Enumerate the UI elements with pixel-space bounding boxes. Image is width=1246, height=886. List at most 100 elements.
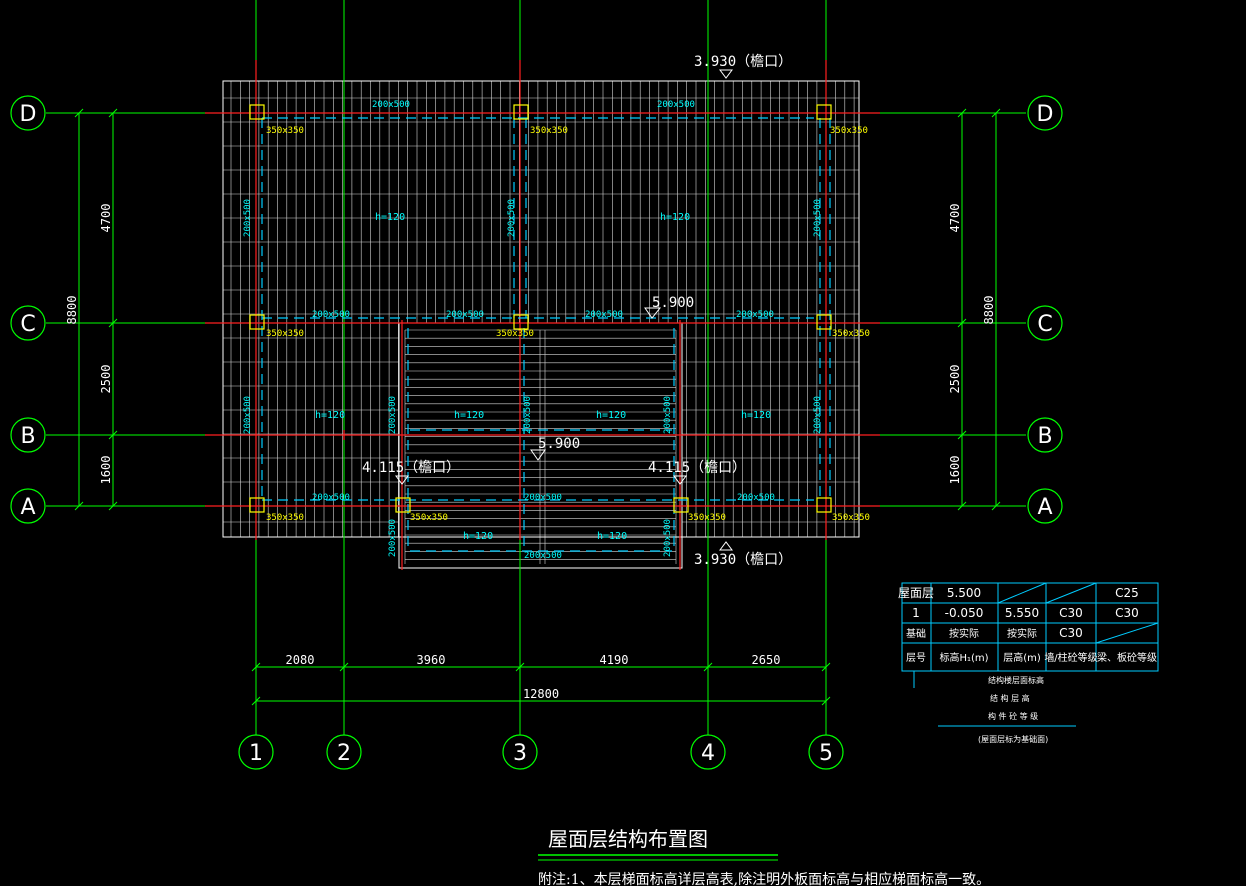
column bbox=[395, 497, 411, 513]
drawing-title: 屋面层结构布置图 bbox=[548, 827, 708, 851]
column-size-label: 350x350 bbox=[266, 513, 304, 523]
dimension-text: 4700 bbox=[99, 204, 113, 233]
column-size-label: 350x350 bbox=[830, 126, 868, 136]
slab-thickness-label: h=120 bbox=[597, 531, 627, 542]
axis-bubble-2: 2 bbox=[326, 734, 362, 770]
axis-bubble-3: 3 bbox=[502, 734, 538, 770]
table-cell: 5.500 bbox=[947, 586, 981, 600]
svg-text:A: A bbox=[1037, 495, 1052, 520]
beam-size-label: 200x500 bbox=[312, 310, 350, 320]
table-caption-elevation: 结构楼层面标高 bbox=[988, 675, 1044, 685]
column-size-labels: 350x350 350x350 350x350 350x350 350x350 350x3… bbox=[266, 126, 870, 523]
axis-bubble-A: A bbox=[1027, 488, 1063, 524]
axis-bubble-D: D bbox=[1027, 95, 1063, 131]
beam-size-label: 200x500 bbox=[372, 100, 410, 110]
svg-text:B: B bbox=[1037, 424, 1052, 449]
column bbox=[249, 314, 265, 330]
column bbox=[816, 314, 832, 330]
column bbox=[249, 497, 265, 513]
svg-text:C: C bbox=[1037, 312, 1052, 337]
table-cell: 屋面层 bbox=[898, 586, 934, 600]
dimension-text: 1600 bbox=[99, 456, 113, 485]
table-cell: C25 bbox=[1115, 586, 1139, 600]
table-cell: 层高(m) bbox=[1003, 651, 1041, 664]
svg-text:B: B bbox=[20, 424, 35, 449]
table-cell: 墙/柱砼等级 bbox=[1044, 651, 1097, 664]
table-cell: 按实际 bbox=[949, 627, 979, 640]
column bbox=[249, 104, 265, 120]
beam-size-label: 200x500 bbox=[663, 396, 673, 434]
table-cell: 按实际 bbox=[1007, 627, 1037, 640]
column-size-label: 350x350 bbox=[266, 126, 304, 136]
elevation-eave-bottom: 3.930（檐口） bbox=[694, 552, 792, 568]
dimension-text: 2650 bbox=[752, 653, 781, 667]
axis-bubble-C: C bbox=[1027, 305, 1063, 341]
beam-size-label: 200x500 bbox=[312, 493, 350, 503]
column-size-label: 350x350 bbox=[688, 513, 726, 523]
drawing-title-block: 屋面层结构布置图 附注:1、本层梯面标高详层高表,除注明外板面标高与相应梯面标高… bbox=[538, 827, 990, 886]
slab-thickness-label: h=120 bbox=[454, 410, 484, 421]
svg-text:1: 1 bbox=[249, 741, 263, 766]
elevation-symbol bbox=[395, 475, 409, 485]
elevation-eave-left: 4.115（檐口） bbox=[362, 460, 460, 476]
beam-size-label: 200x500 bbox=[663, 519, 673, 557]
beam-size-label: 200x500 bbox=[813, 396, 823, 434]
slab-thickness-label: h=120 bbox=[463, 531, 493, 542]
table-cell: C30 bbox=[1115, 606, 1139, 620]
svg-text:C: C bbox=[20, 312, 35, 337]
beam-size-label: 200x500 bbox=[523, 396, 533, 434]
axis-bubble-A: A bbox=[10, 488, 46, 524]
dimension-total-text: 8800 bbox=[982, 296, 996, 325]
svg-text:2: 2 bbox=[337, 741, 351, 766]
axis-bubble-B: B bbox=[1027, 417, 1063, 453]
table-cell: C30 bbox=[1059, 606, 1083, 620]
elevation-symbol bbox=[644, 307, 662, 319]
dimension-text: 1600 bbox=[948, 456, 962, 485]
beam-size-label: 200x500 bbox=[243, 199, 253, 237]
axis-bubble-1: 1 bbox=[238, 734, 274, 770]
beam-size-label: 200x500 bbox=[446, 310, 484, 320]
elevation-symbol bbox=[719, 69, 733, 79]
beam-size-label: 200x500 bbox=[813, 199, 823, 237]
elevation-symbol bbox=[673, 475, 687, 485]
beam-size-label: 200x500 bbox=[243, 396, 253, 434]
slab-thickness-label: h=120 bbox=[741, 410, 771, 421]
elevation-eave-top: 3.930（檐口） bbox=[694, 54, 792, 70]
table-cell: 梁、板砼等级 bbox=[1097, 651, 1157, 664]
beam-size-label: 200x500 bbox=[524, 551, 562, 561]
dimension-total-text: 8800 bbox=[65, 296, 79, 325]
elevation-ridge-lower: 5.900 bbox=[538, 436, 580, 452]
table-caption-note: (屋面层标为基础面) bbox=[978, 734, 1048, 744]
table-cell: 层号 bbox=[906, 652, 926, 664]
elevation-ridge-upper: 5.900 bbox=[652, 295, 694, 311]
column-size-label: 350x350 bbox=[410, 513, 448, 523]
drawing-note: 附注:1、本层梯面标高详层高表,除注明外板面标高与相应梯面标高一致。 bbox=[538, 871, 990, 886]
dimension-text: 2080 bbox=[286, 653, 315, 667]
dimension-total-text: 12800 bbox=[523, 687, 559, 701]
column bbox=[513, 104, 529, 120]
column-size-label: 350x350 bbox=[530, 126, 568, 136]
column-size-label: 350x350 bbox=[832, 513, 870, 523]
beam-size-label: 200x500 bbox=[737, 493, 775, 503]
svg-text:D: D bbox=[20, 102, 37, 127]
table-cell: 标高H₁(m) bbox=[939, 651, 988, 664]
svg-text:4: 4 bbox=[701, 741, 715, 766]
column-markers bbox=[249, 104, 832, 513]
beam-lines bbox=[205, 60, 880, 570]
column bbox=[816, 497, 832, 513]
beam-size-label: 200x500 bbox=[657, 100, 695, 110]
table-cell: 1 bbox=[912, 606, 920, 620]
elevation-symbol bbox=[530, 449, 546, 461]
slab-thickness-label: h=120 bbox=[375, 212, 405, 223]
svg-text:3: 3 bbox=[513, 741, 527, 766]
dimension-text: 4700 bbox=[948, 204, 962, 233]
axis-bubble-4: 4 bbox=[690, 734, 726, 770]
beam-size-label: 200x500 bbox=[736, 310, 774, 320]
slab-thickness-label: h=120 bbox=[315, 410, 345, 421]
beam-size-label: 200x500 bbox=[388, 519, 398, 557]
beam-size-labels: 200x500 200x500 200x500 200x500 200x500 200x5… bbox=[243, 100, 823, 561]
axis-bubble-D: D bbox=[10, 95, 46, 131]
